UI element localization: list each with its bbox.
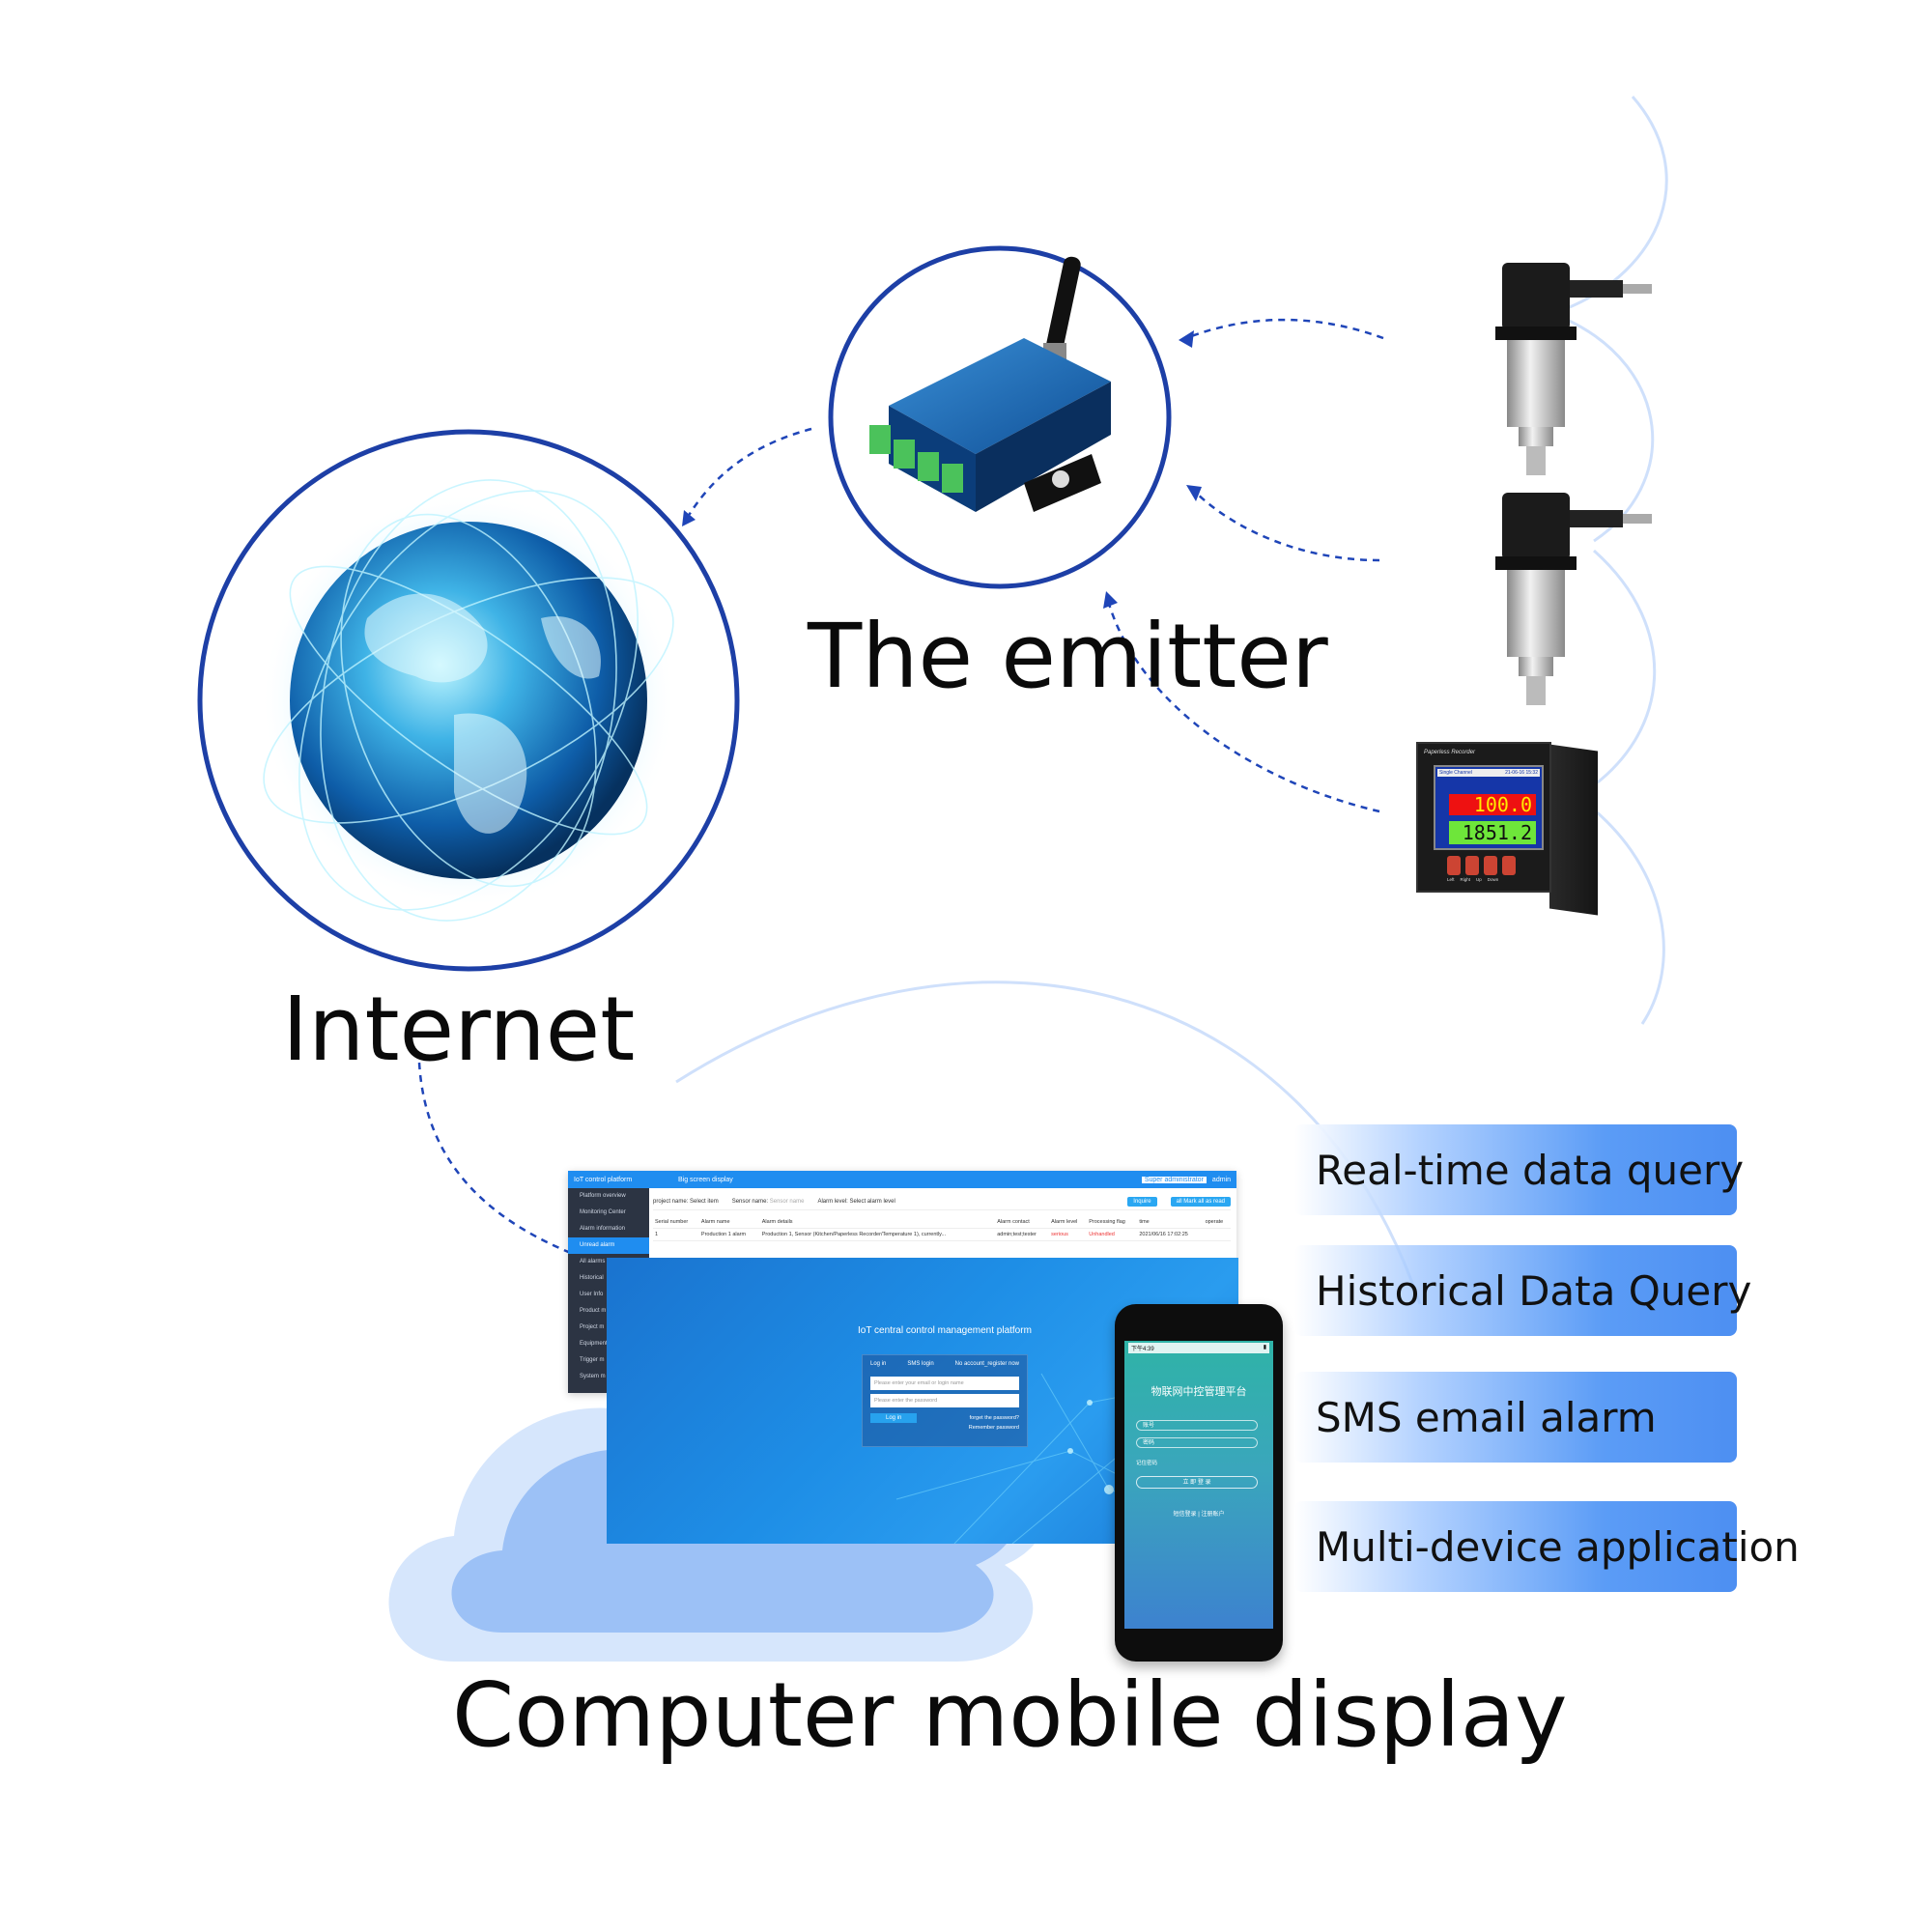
arrowhead-icon xyxy=(682,510,696,526)
phone-status-bar: 下午4:39 ▮ xyxy=(1128,1343,1269,1353)
register-link: No account_register now xyxy=(955,1361,1019,1367)
feature-label: Historical Data Query xyxy=(1294,1267,1751,1315)
recorder-key xyxy=(1447,856,1461,875)
remember-label: Remember password xyxy=(969,1425,1019,1431)
dashboard-main: project name: Select item Sensor name: S… xyxy=(653,1194,1231,1241)
sidebar-item: Platform overview xyxy=(568,1188,649,1205)
arrowhead-icon xyxy=(1179,330,1194,348)
phone-login-button: 立 即 登 录 xyxy=(1136,1476,1258,1489)
filter-sensor: Sensor name: Sensor name xyxy=(732,1199,805,1205)
phone-screen: 下午4:39 ▮ 物联网中控管理平台 账号 密码 记住密码 立 即 登 录 短信… xyxy=(1124,1341,1273,1629)
login-actions: Log in forget the password? xyxy=(870,1413,1019,1423)
filter-project: project name: Select item xyxy=(653,1199,719,1205)
platform-title: IoT central control management platform xyxy=(858,1325,1032,1336)
arc-segment xyxy=(1565,319,1653,541)
feature-label: Real-time data query xyxy=(1294,1147,1744,1194)
login-button: Log in xyxy=(870,1413,917,1423)
battery-icon: ▮ xyxy=(1264,1344,1266,1352)
internet-label: Internet xyxy=(282,978,635,1081)
login-tabs: Log in SMS login No account_register now xyxy=(863,1355,1027,1373)
arrow-emitter-to-internet xyxy=(688,429,811,517)
phone-app-title: 物联网中控管理平台 xyxy=(1124,1383,1273,1399)
dashboard-admin: admin xyxy=(1212,1177,1231,1183)
mobile-phone: 下午4:39 ▮ 物联网中控管理平台 账号 密码 记住密码 立 即 登 录 短信… xyxy=(1115,1304,1283,1662)
login-panel: Log in SMS login No account_register now… xyxy=(862,1354,1028,1447)
arrowhead-icon xyxy=(1186,485,1202,501)
recorder-front: Paperless Recorder Single Channel 21-06-… xyxy=(1416,742,1551,893)
recorder-channel: Single Channel xyxy=(1439,769,1472,777)
recorder-screen: Single Channel 21-06-16 15:32 100.0 1851… xyxy=(1434,765,1544,850)
recorder-key xyxy=(1465,856,1479,875)
recorder-key-labels: Left Right Up Down xyxy=(1447,877,1498,882)
feature-bar: Real-time data query xyxy=(1294,1124,1737,1215)
sidebar-item: Alarm information xyxy=(568,1221,649,1237)
dashboard-filter: project name: Select item Sensor name: S… xyxy=(653,1194,1231,1210)
key-label: Down xyxy=(1488,877,1499,882)
forgot-link: forget the password? xyxy=(970,1415,1019,1421)
tab-sms: SMS login xyxy=(907,1361,933,1367)
recorder-header: Single Channel 21-06-16 15:32 xyxy=(1437,769,1540,777)
tab-login: Log in xyxy=(870,1361,886,1367)
feature-bar: Multi-device application xyxy=(1294,1501,1737,1592)
feature-label: Multi-device application xyxy=(1294,1523,1800,1571)
key-label: Right xyxy=(1461,877,1471,882)
inquire-button: Inquire xyxy=(1127,1197,1156,1207)
feature-bar: SMS email alarm xyxy=(1294,1372,1737,1463)
emitter-label: The emitter xyxy=(808,605,1328,708)
phone-remember: 记住密码 xyxy=(1136,1459,1157,1466)
key-label: Left xyxy=(1447,877,1455,882)
arc-segment xyxy=(1565,97,1666,309)
pressure-transmitter-icon xyxy=(1495,493,1652,705)
feature-label: SMS email alarm xyxy=(1294,1394,1657,1441)
phone-password-field: 密码 xyxy=(1136,1437,1258,1448)
feature-bar: Historical Data Query xyxy=(1294,1245,1737,1336)
recorder-brand: Paperless Recorder xyxy=(1424,750,1475,755)
recorder-key xyxy=(1484,856,1497,875)
recorder-key xyxy=(1502,856,1516,875)
sidebar-item: Monitoring Center xyxy=(568,1205,649,1221)
phone-account-field: 账号 xyxy=(1136,1420,1258,1431)
recorder-date: 21-06-16 15:32 xyxy=(1505,769,1538,777)
password-field: Please enter the password xyxy=(870,1394,1019,1407)
dashboard-user-role: Super administrator xyxy=(1142,1177,1207,1183)
mark-read-button: all Mark all as read xyxy=(1171,1197,1231,1207)
dashboard-topbar: IoT control platform Big screen display … xyxy=(568,1171,1236,1188)
arrow-sensor1-to-emitter xyxy=(1186,320,1383,338)
dashboard-tab: Big screen display xyxy=(678,1177,733,1183)
recorder-side xyxy=(1549,744,1598,915)
username-field: Please enter your email or login name xyxy=(870,1377,1019,1390)
filter-level: Alarm level: Select alarm level xyxy=(817,1199,895,1205)
paperless-recorder-device: Paperless Recorder Single Channel 21-06-… xyxy=(1416,742,1598,912)
recorder-value-2: 1851.2 xyxy=(1449,821,1536,844)
recorder-keys xyxy=(1447,856,1516,875)
phone-time: 下午4:39 xyxy=(1131,1344,1154,1352)
sidebar-item: Unread alarm xyxy=(568,1237,649,1254)
recorder-value-1: 100.0 xyxy=(1449,794,1536,815)
display-label: Computer mobile display xyxy=(452,1663,1568,1767)
phone-links: 短信登录 | 注册账户 xyxy=(1124,1509,1273,1518)
key-label: Up xyxy=(1476,877,1482,882)
dashboard-brand: IoT control platform xyxy=(568,1177,649,1183)
arrow-sensor2-to-emitter xyxy=(1196,493,1379,560)
remember-row: Remember password xyxy=(870,1425,1019,1431)
